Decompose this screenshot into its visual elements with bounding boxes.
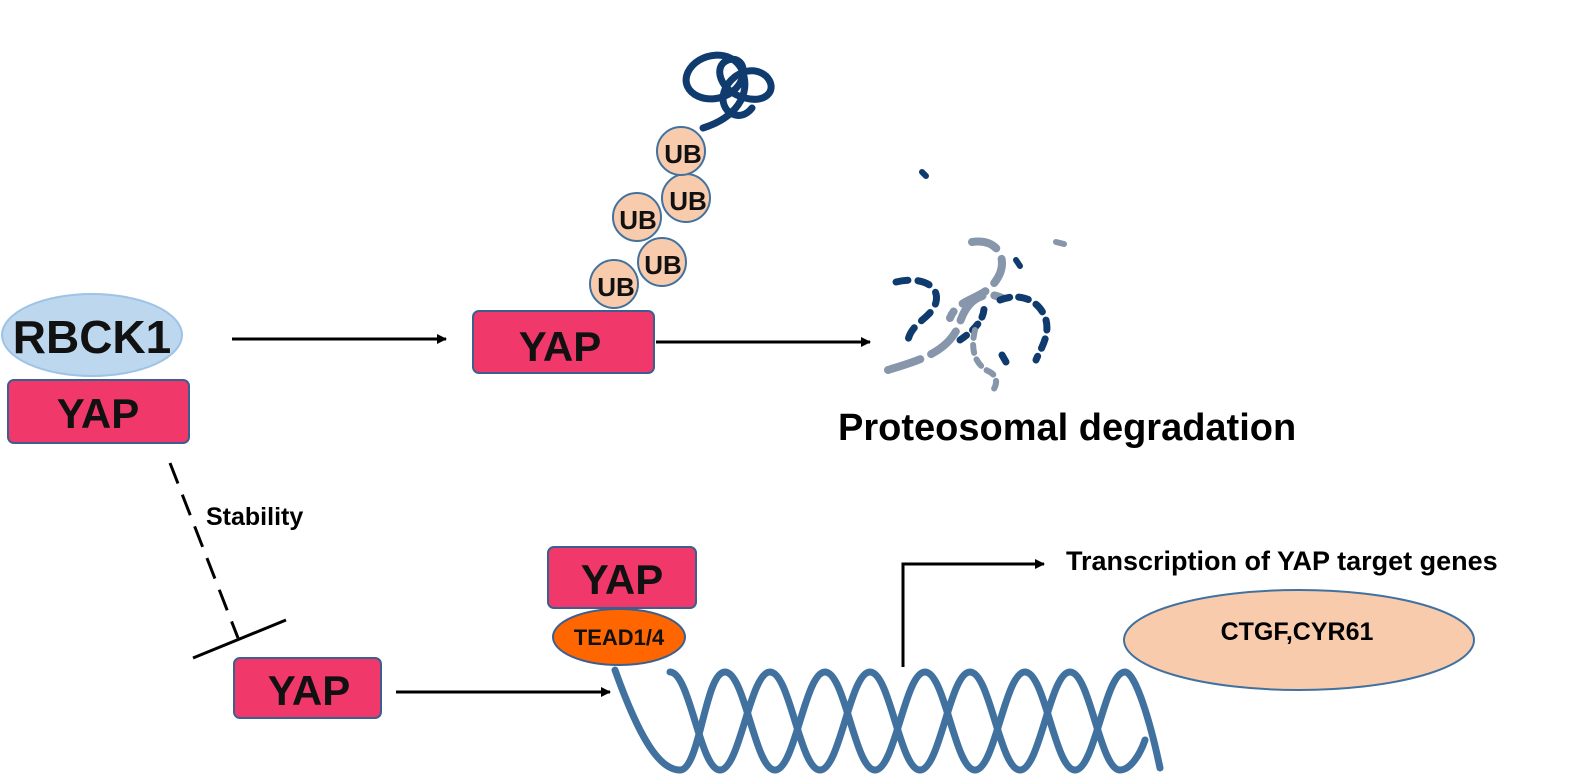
yap-label-stable: YAP <box>268 667 351 714</box>
dna-helix <box>611 666 1164 774</box>
ub-label-3: UB <box>619 205 657 235</box>
yap-tead-complex: YAP TEAD1/4 <box>547 546 697 666</box>
ub-circle-3 <box>612 192 662 242</box>
yap-box-complex <box>7 379 190 444</box>
rbck1-label: RBCK1 <box>13 311 171 363</box>
yap-label-ubiquitinated: YAP <box>519 323 602 370</box>
ub-label-4: UB <box>669 186 707 216</box>
ub-circle-1 <box>589 259 639 309</box>
fragment-10 <box>1013 257 1023 269</box>
fragment-2 <box>946 237 1006 322</box>
ub-circle-2 <box>637 237 687 287</box>
stability-inhibition: Stability <box>168 462 303 660</box>
ub-label-1: UB <box>597 272 635 302</box>
fragment-1 <box>892 276 940 344</box>
tead-label: TEAD1/4 <box>574 625 665 650</box>
stability-dashed-line <box>168 462 240 639</box>
degradation-label: Proteosomal degradation <box>838 407 1296 449</box>
ub-label-5: UB <box>664 139 702 169</box>
ub-label-2: UB <box>644 250 682 280</box>
fragment-4 <box>996 293 1051 364</box>
fragment-5 <box>956 302 988 344</box>
fragment-9 <box>919 169 929 179</box>
ubiquitin-chain: UB UB UB UB UB <box>589 126 711 309</box>
yap-box-ubiquitinated <box>472 310 655 374</box>
ubiquitinated-yap: YAP UB UB UB UB UB <box>472 51 775 374</box>
target-genes-ellipse <box>1123 589 1475 691</box>
stability-label: Stability <box>206 503 303 531</box>
peptide-coil <box>682 51 775 132</box>
yap-label-nuclear: YAP <box>581 556 664 603</box>
transcription-label: Transcription of YAP target genes <box>1066 546 1498 576</box>
fragment-8 <box>1053 239 1067 247</box>
yap-box-nuclear <box>547 546 697 609</box>
fragment-6 <box>970 327 999 397</box>
degraded-fragments <box>884 169 1067 397</box>
inhibition-bar <box>192 618 287 660</box>
rbck1-ellipse <box>1 293 183 377</box>
ub-circle-5 <box>656 126 706 176</box>
fragment-3 <box>884 291 1006 374</box>
target-genes-label: CTGF,CYR61 <box>1221 618 1374 646</box>
yap-label-complex: YAP <box>57 390 140 437</box>
tead-ellipse <box>552 608 686 666</box>
dna-strand-b <box>666 668 1149 774</box>
rbck1-yap-complex: RBCK1 YAP <box>1 293 190 444</box>
transcription-arrow <box>901 559 1045 667</box>
fragment-7 <box>998 351 1010 366</box>
yap-box-stable <box>233 657 382 719</box>
